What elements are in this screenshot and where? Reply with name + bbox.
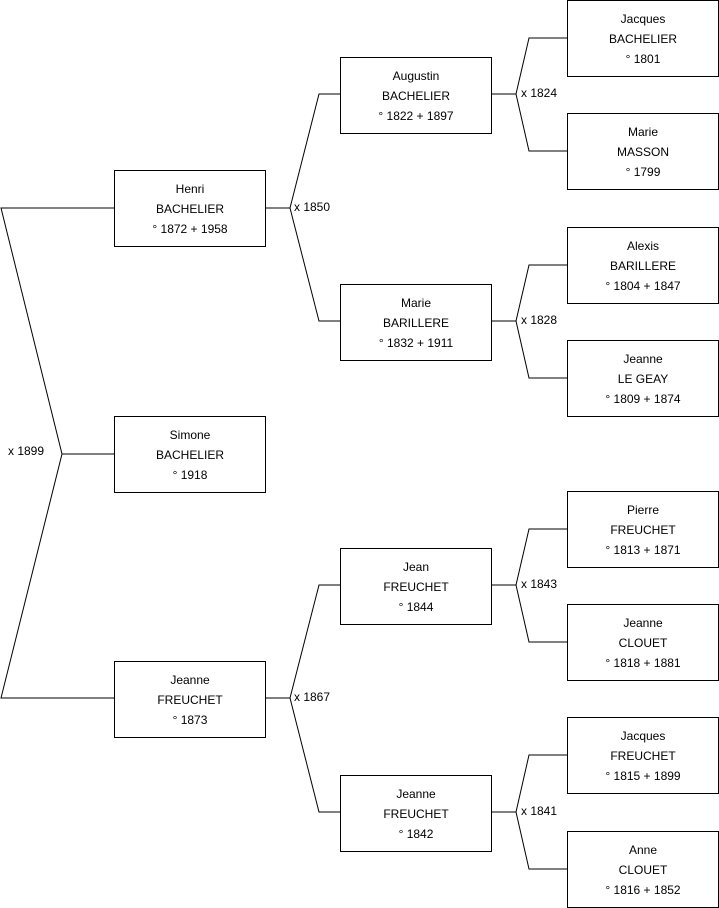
first-name: Jacques xyxy=(620,11,666,26)
marriage-label-1824: x 1824 xyxy=(521,86,558,100)
last-name: BARILLERE xyxy=(609,258,677,273)
person-box-jean: Jean FREUCHET ° 1844 xyxy=(340,548,492,625)
last-name: FREUCHET xyxy=(610,522,676,537)
last-name: MASSON xyxy=(616,144,669,159)
life-dates: ° 1873 xyxy=(172,712,208,727)
life-dates: ° 1872 + 1958 xyxy=(152,221,228,236)
first-name: Marie xyxy=(400,295,431,310)
person-box-marie-barillere: Marie BARILLERE ° 1832 + 1911 xyxy=(340,284,492,361)
marriage-label-1850: x 1850 xyxy=(294,200,331,214)
life-dates: ° 1918 xyxy=(172,467,208,482)
life-dates: ° 1813 + 1871 xyxy=(605,542,681,557)
marriage-label-1841: x 1841 xyxy=(521,804,558,818)
marriage-label-1867: x 1867 xyxy=(294,690,331,704)
first-name: Jeanne xyxy=(623,615,663,630)
person-box-alexis: Alexis BARILLERE ° 1804 + 1847 xyxy=(567,227,719,304)
person-box-jeanne-freuchet-1873: Jeanne FREUCHET ° 1873 xyxy=(114,661,266,738)
person-box-henri: Henri BACHELIER ° 1872 + 1958 xyxy=(114,170,266,247)
life-dates: ° 1832 + 1911 xyxy=(378,335,454,350)
first-name: Alexis xyxy=(626,238,659,253)
life-dates: ° 1822 + 1897 xyxy=(378,108,454,123)
life-dates: ° 1815 + 1899 xyxy=(605,768,681,783)
person-box-jacques-bachelier: Jacques BACHELIER ° 1801 xyxy=(567,0,719,77)
first-name: Jeanne xyxy=(396,786,436,801)
person-box-marie-masson: Marie MASSON ° 1799 xyxy=(567,113,719,190)
life-dates: ° 1799 xyxy=(625,164,661,179)
life-dates: ° 1809 + 1874 xyxy=(605,391,681,406)
first-name: Henri xyxy=(175,181,205,196)
last-name: CLOUET xyxy=(618,635,668,650)
first-name: Anne xyxy=(628,842,658,857)
last-name: BACHELIER xyxy=(155,201,225,216)
last-name: FREUCHET xyxy=(610,748,676,763)
person-box-jeanne-le-geay: Jeanne LE GEAY ° 1809 + 1874 xyxy=(567,340,719,417)
last-name: FREUCHET xyxy=(383,579,449,594)
last-name: CLOUET xyxy=(618,862,668,877)
last-name: BACHELIER xyxy=(381,88,451,103)
last-name: BARILLERE xyxy=(382,315,450,330)
person-box-jeanne-clouet: Jeanne CLOUET ° 1818 + 1881 xyxy=(567,604,719,681)
last-name: FREUCHET xyxy=(157,692,223,707)
marriage-label-1899: x 1899 xyxy=(8,444,45,458)
marriage-label-1828: x 1828 xyxy=(521,313,558,327)
person-box-jeanne-freuchet-1842: Jeanne FREUCHET ° 1842 xyxy=(340,775,492,852)
first-name: Augustin xyxy=(392,68,440,83)
first-name: Jeanne xyxy=(170,672,210,687)
life-dates: ° 1816 + 1852 xyxy=(605,882,681,897)
person-box-anne: Anne CLOUET ° 1816 + 1852 xyxy=(567,831,719,908)
life-dates: ° 1804 + 1847 xyxy=(605,278,681,293)
first-name: Pierre xyxy=(626,502,659,517)
first-name: Jean xyxy=(402,559,430,574)
person-box-pierre: Pierre FREUCHET ° 1813 + 1871 xyxy=(567,491,719,568)
life-dates: ° 1818 + 1881 xyxy=(605,655,681,670)
person-box-jacques-freuchet: Jacques FREUCHET ° 1815 + 1899 xyxy=(567,717,719,794)
marriage-label-1843: x 1843 xyxy=(521,577,558,591)
life-dates: ° 1801 xyxy=(625,51,661,66)
first-name: Jacques xyxy=(620,728,666,743)
life-dates: ° 1842 xyxy=(398,826,434,841)
person-box-simone: Simone BACHELIER ° 1918 xyxy=(114,416,266,493)
first-name: Marie xyxy=(627,124,658,139)
last-name: BACHELIER xyxy=(155,447,225,462)
first-name: Jeanne xyxy=(623,351,663,366)
last-name: BACHELIER xyxy=(608,31,678,46)
first-name: Simone xyxy=(169,427,211,442)
person-box-augustin: Augustin BACHELIER ° 1822 + 1897 xyxy=(340,57,492,134)
life-dates: ° 1844 xyxy=(398,599,434,614)
last-name: FREUCHET xyxy=(383,806,449,821)
last-name: LE GEAY xyxy=(617,371,669,386)
